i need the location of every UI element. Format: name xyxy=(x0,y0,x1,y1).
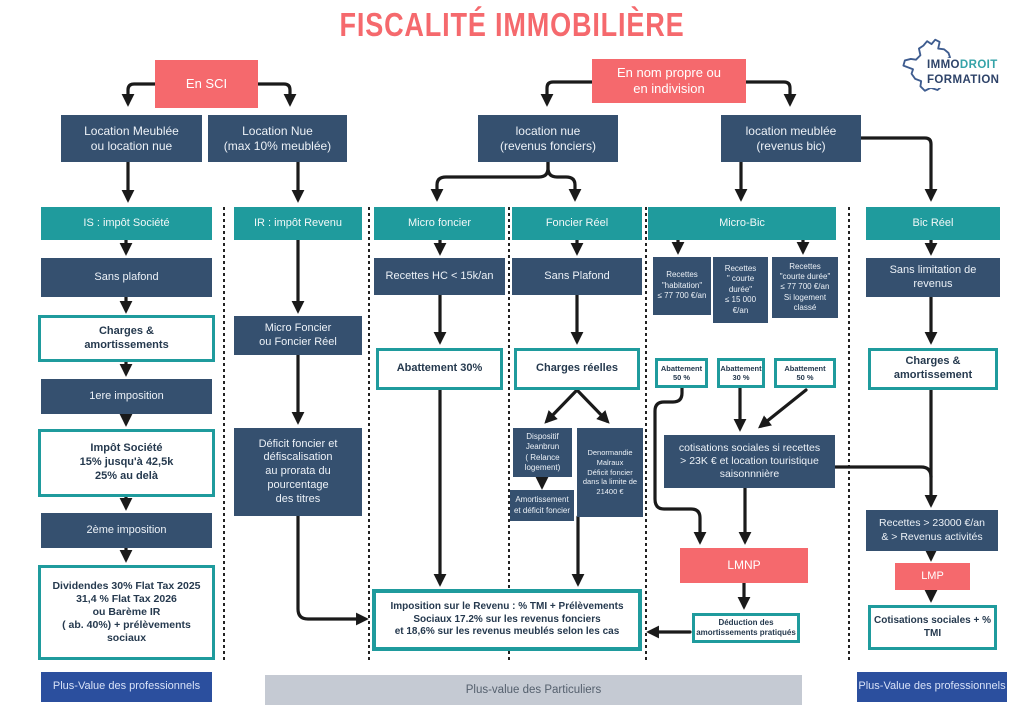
node-recettes-courte-duree-77700: Recettes "courte durée" ≤ 77 700 €/an Si… xyxy=(772,257,838,318)
france-map-icon xyxy=(902,38,952,92)
node-amortissement-deficit: Amortissement et déficit foncier xyxy=(510,490,574,521)
node-recettes-hc-15k: Recettes HC < 15k/an xyxy=(374,258,505,295)
node-plus-value-professionnels-left: Plus-Value des professionnels xyxy=(41,672,212,702)
node-location-nue-np: location nue (revenus fonciers) xyxy=(478,115,618,162)
divider xyxy=(508,207,510,662)
node-micro-bic: Micro-Bic xyxy=(648,207,836,240)
node-abattement-50-habitation: Abattement 50 % xyxy=(655,358,708,388)
node-dividendes-flat-tax: Dividendes 30% Flat Tax 2025 31,4 % Flat… xyxy=(38,565,215,660)
node-charges-amortissements: Charges & amortissements xyxy=(38,315,215,362)
node-recettes-habitation: Recettes "habitation" ≤ 77 700 €/an xyxy=(653,257,711,315)
node-abattement-30: Abattement 30% xyxy=(376,348,503,390)
node-plus-value-professionnels-right: Plus-Value des professionnels xyxy=(857,672,1007,702)
node-foncier-reel: Foncier Réel xyxy=(512,207,642,240)
node-dispositif-jeanbrun: Dispositif Jeanbrun ( Relance logement) xyxy=(513,428,572,477)
node-sans-limitation-revenus: Sans limitation de revenus xyxy=(866,258,1000,297)
node-ir-impot-revenu: IR : impôt Revenu xyxy=(234,207,362,240)
node-plus-value-particuliers: Plus-value des Particuliers xyxy=(265,675,802,705)
node-charges-amortissement-bic: Charges & amortissement xyxy=(868,348,998,390)
node-cotisations-sociales: cotisations sociales si recettes > 23K €… xyxy=(664,435,835,488)
node-location-nue-sci: Location Nue (max 10% meublée) xyxy=(208,115,347,162)
node-1ere-imposition: 1ere imposition xyxy=(41,379,212,414)
node-lmnp: LMNP xyxy=(680,548,808,583)
divider xyxy=(368,207,370,662)
node-deficit-foncier-titres: Déficit foncier et défiscalisation au pr… xyxy=(234,428,362,516)
node-en-nom-propre: En nom propre ou en indivision xyxy=(592,59,746,103)
node-sans-plafond: Sans plafond xyxy=(41,258,212,297)
node-lmp: LMP xyxy=(895,563,970,590)
node-micro-foncier: Micro foncier xyxy=(374,207,505,240)
node-sans-plafond-foncier: Sans Plafond xyxy=(512,258,642,295)
divider xyxy=(645,207,647,662)
node-location-meublee-np: location meublée (revenus bic) xyxy=(721,115,861,162)
node-abattement-50-classe: Abattement 50 % xyxy=(774,358,836,388)
page-title: FISCALITÉ IMMOBILIÈRE xyxy=(339,6,685,43)
node-recettes-23000: Recettes > 23000 €/an & > Revenus activi… xyxy=(866,510,998,551)
node-cotisations-tmi: Cotisations sociales + % TMI xyxy=(868,605,997,650)
node-en-sci: En SCI xyxy=(155,60,258,108)
node-2eme-imposition: 2ème imposition xyxy=(41,513,212,548)
divider xyxy=(223,207,225,662)
node-abattement-30-courte: Abattement 30 % xyxy=(717,358,765,388)
node-denormandie-malraux: Denormandie Malraux Déficit foncier dans… xyxy=(577,428,643,517)
node-charges-reelles: Charges réelles xyxy=(514,348,640,390)
divider xyxy=(848,207,850,662)
node-micro-ou-foncier-reel: Micro Foncier ou Foncier Réel xyxy=(234,316,362,355)
node-deduction-amortissements: Déduction des amortissements pratiqués xyxy=(692,613,800,643)
node-is-impot-societe: IS : impôt Société xyxy=(41,207,212,240)
node-bic-reel: Bic Réel xyxy=(866,207,1000,240)
node-location-meublee-sci: Location Meublée ou location nue xyxy=(61,115,202,162)
node-impot-societe-taux: Impôt Société 15% jusqu'à 42,5k 25% au d… xyxy=(38,429,215,497)
node-imposition-revenu: Imposition sur le Revenu : % TMI + Prélè… xyxy=(372,589,642,651)
node-recettes-courte-duree-15000: Recettes " courte durée" ≤ 15 000 €/an xyxy=(713,257,768,323)
